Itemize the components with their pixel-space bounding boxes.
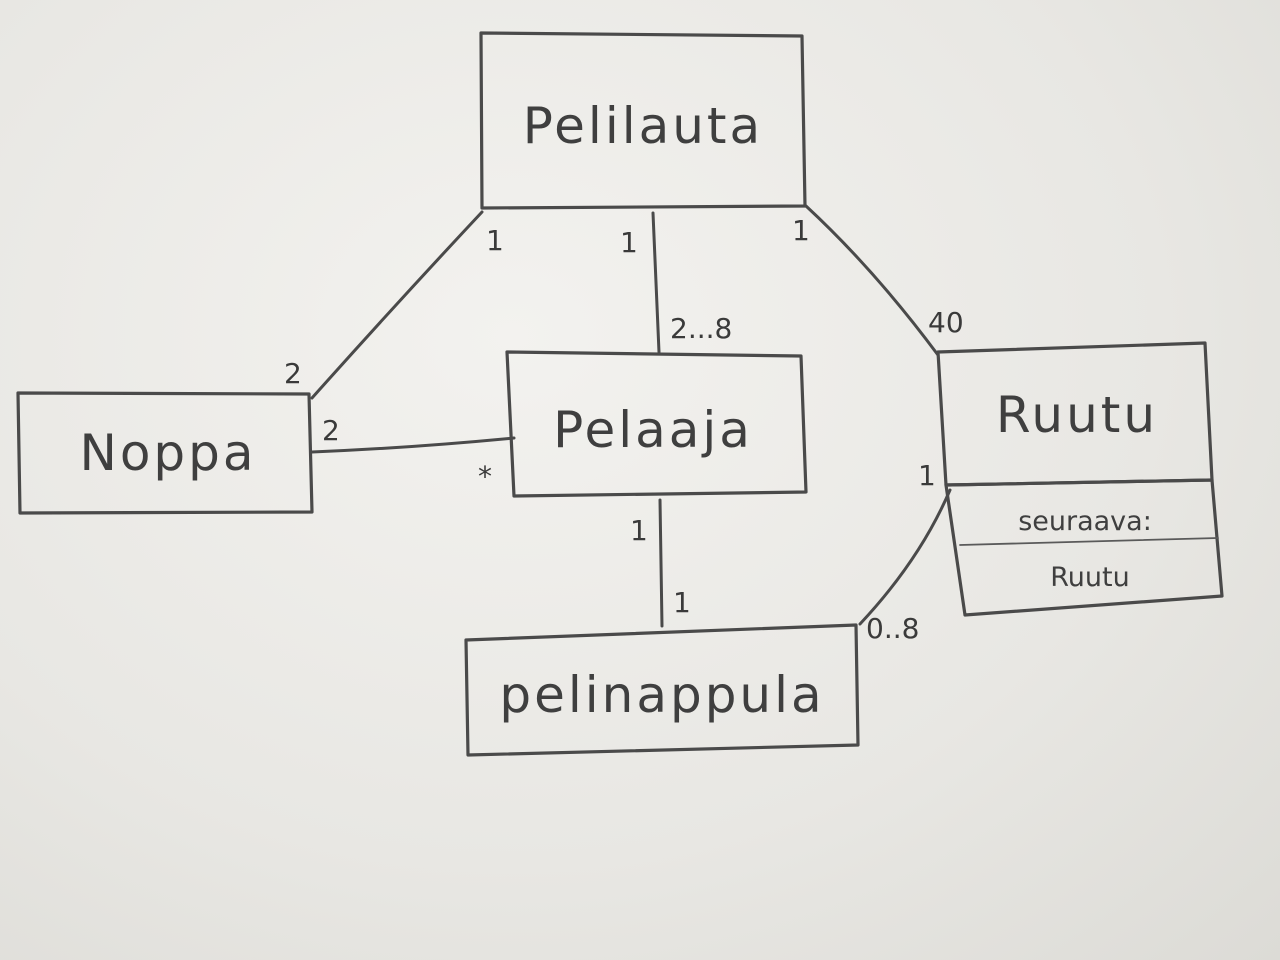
mult-noppa-pelilauta: 2 xyxy=(284,357,302,390)
class-ruutu-attribute-line2: Ruutu xyxy=(1050,562,1129,593)
assoc-noppa-pelaaja xyxy=(310,436,516,454)
assoc-ruutu-pelinappula xyxy=(858,488,952,626)
class-pelilauta-name: Pelilauta xyxy=(523,97,763,155)
mult-pelaaja-pelilauta: 2...8 xyxy=(670,312,732,345)
class-pelinappula-box xyxy=(464,623,860,757)
class-pelilauta-box xyxy=(479,31,807,210)
mult-pelilauta-pelaaja: 1 xyxy=(620,226,638,259)
class-pelaaja-box xyxy=(505,350,808,498)
class-ruutu-attribute-divider xyxy=(959,537,1219,546)
class-ruutu: Ruutu seuraava: Ruutu xyxy=(936,341,1224,617)
mult-pelilauta-ruutu: 1 xyxy=(792,214,810,247)
class-ruutu-attribute-box xyxy=(944,478,1224,617)
mult-pelaaja-noppa: * xyxy=(478,460,492,493)
mult-ruutu-pelinappula: 1 xyxy=(918,459,936,492)
class-pelilauta: Pelilauta xyxy=(479,31,807,210)
class-noppa-name: Noppa xyxy=(79,424,256,482)
class-pelinappula-name: pelinappula xyxy=(499,666,824,724)
mult-pelinappula-pelaaja: 1 xyxy=(673,586,691,619)
class-pelaaja: Pelaaja xyxy=(505,350,808,498)
assoc-pelilauta-pelaaja xyxy=(651,211,661,354)
class-pelinappula: pelinappula xyxy=(464,623,860,757)
assoc-pelilauta-ruutu xyxy=(804,204,940,357)
mult-pelaaja-pelinappula: 1 xyxy=(630,514,648,547)
class-noppa: Noppa xyxy=(16,391,314,515)
mult-pelilauta-noppa: 1 xyxy=(486,224,504,257)
mult-noppa-pelaaja: 2 xyxy=(322,414,340,447)
assoc-pelilauta-noppa xyxy=(310,210,484,400)
class-ruutu-name: Ruutu xyxy=(996,386,1158,444)
mult-pelinappula-ruutu: 0..8 xyxy=(866,612,919,645)
class-pelaaja-name: Pelaaja xyxy=(553,401,753,459)
class-ruutu-attribute-line1: seuraava: xyxy=(1018,506,1152,537)
class-noppa-box xyxy=(16,391,314,515)
mult-ruutu-pelilauta: 40 xyxy=(928,306,964,339)
assoc-pelaaja-pelinappula xyxy=(658,498,664,628)
